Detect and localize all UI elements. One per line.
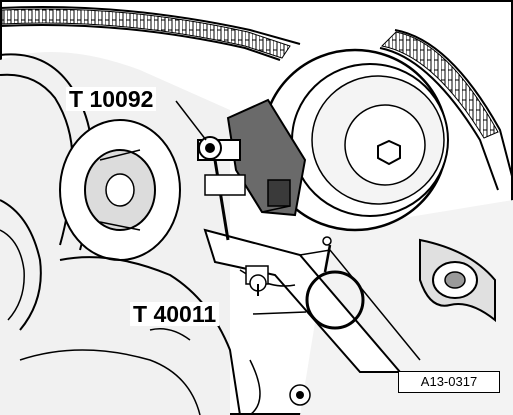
retainer-clip-tool bbox=[305, 236, 365, 330]
tool-callout-upper: T 10092 bbox=[66, 87, 157, 111]
tensioner-pulley bbox=[261, 48, 449, 232]
engine-contours bbox=[19, 256, 311, 415]
timing-belt bbox=[0, 5, 513, 191]
bracket-bolt bbox=[245, 265, 269, 296]
hex-nut-icon bbox=[377, 139, 401, 166]
tool-callout-lower: T 40011 bbox=[130, 302, 220, 326]
locking-pin-tool bbox=[197, 136, 246, 241]
leader-line-lower bbox=[252, 311, 307, 315]
crankshaft-pulley bbox=[59, 119, 181, 261]
idler-bracket bbox=[419, 238, 496, 323]
figure-id-label: A13-0317 bbox=[398, 371, 500, 393]
leader-line-upper bbox=[175, 100, 207, 141]
tensioner-plate bbox=[226, 98, 307, 217]
